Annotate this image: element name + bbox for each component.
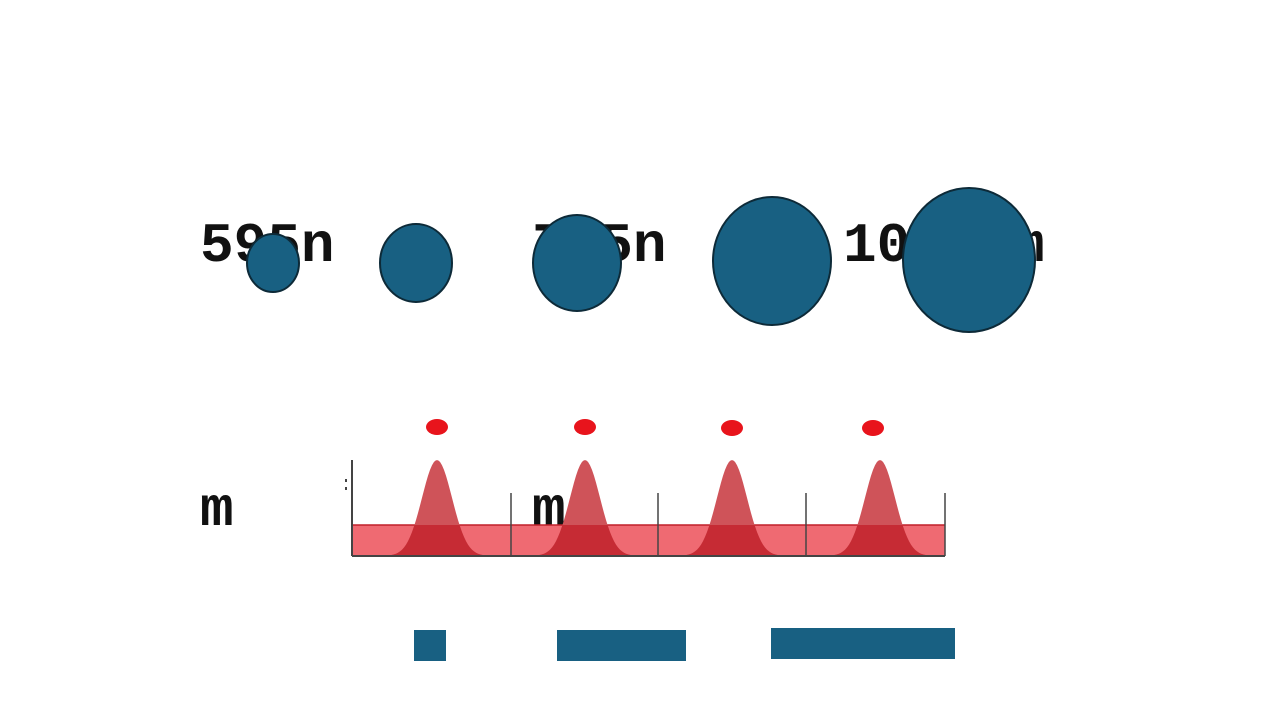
spot-circle-1 (246, 233, 300, 293)
pulse-peak-1 (372, 460, 502, 556)
pulse-peaks (372, 460, 945, 556)
pulse-overlap-1 (372, 525, 502, 556)
pulse-overlap-2 (520, 525, 650, 556)
pulse-peak-4 (815, 460, 945, 556)
pulse-peak-3 (667, 460, 797, 556)
spot-circle-5 (902, 187, 1036, 333)
pulse-dot-2 (574, 419, 596, 435)
duration-bars (414, 628, 955, 661)
spot-size-row (246, 187, 1036, 333)
duration-bar-1 (414, 630, 446, 661)
pulse-dot-1 (426, 419, 448, 435)
spot-circle-3 (532, 214, 622, 312)
wavelength-label-595nm-line2: m (200, 478, 234, 542)
pulse-overlap-3 (667, 525, 797, 556)
pulse-overlap-4 (815, 525, 945, 556)
duration-bar-2 (557, 630, 686, 661)
pulse-peak-2 (520, 460, 650, 556)
pulse-dot-4 (862, 420, 884, 436)
spot-circle-4 (712, 196, 832, 326)
spot-circle-2 (379, 223, 453, 303)
pulse-profile-panel (345, 419, 946, 557)
duration-bar-3 (771, 628, 955, 659)
pulse-dot-3 (721, 420, 743, 436)
